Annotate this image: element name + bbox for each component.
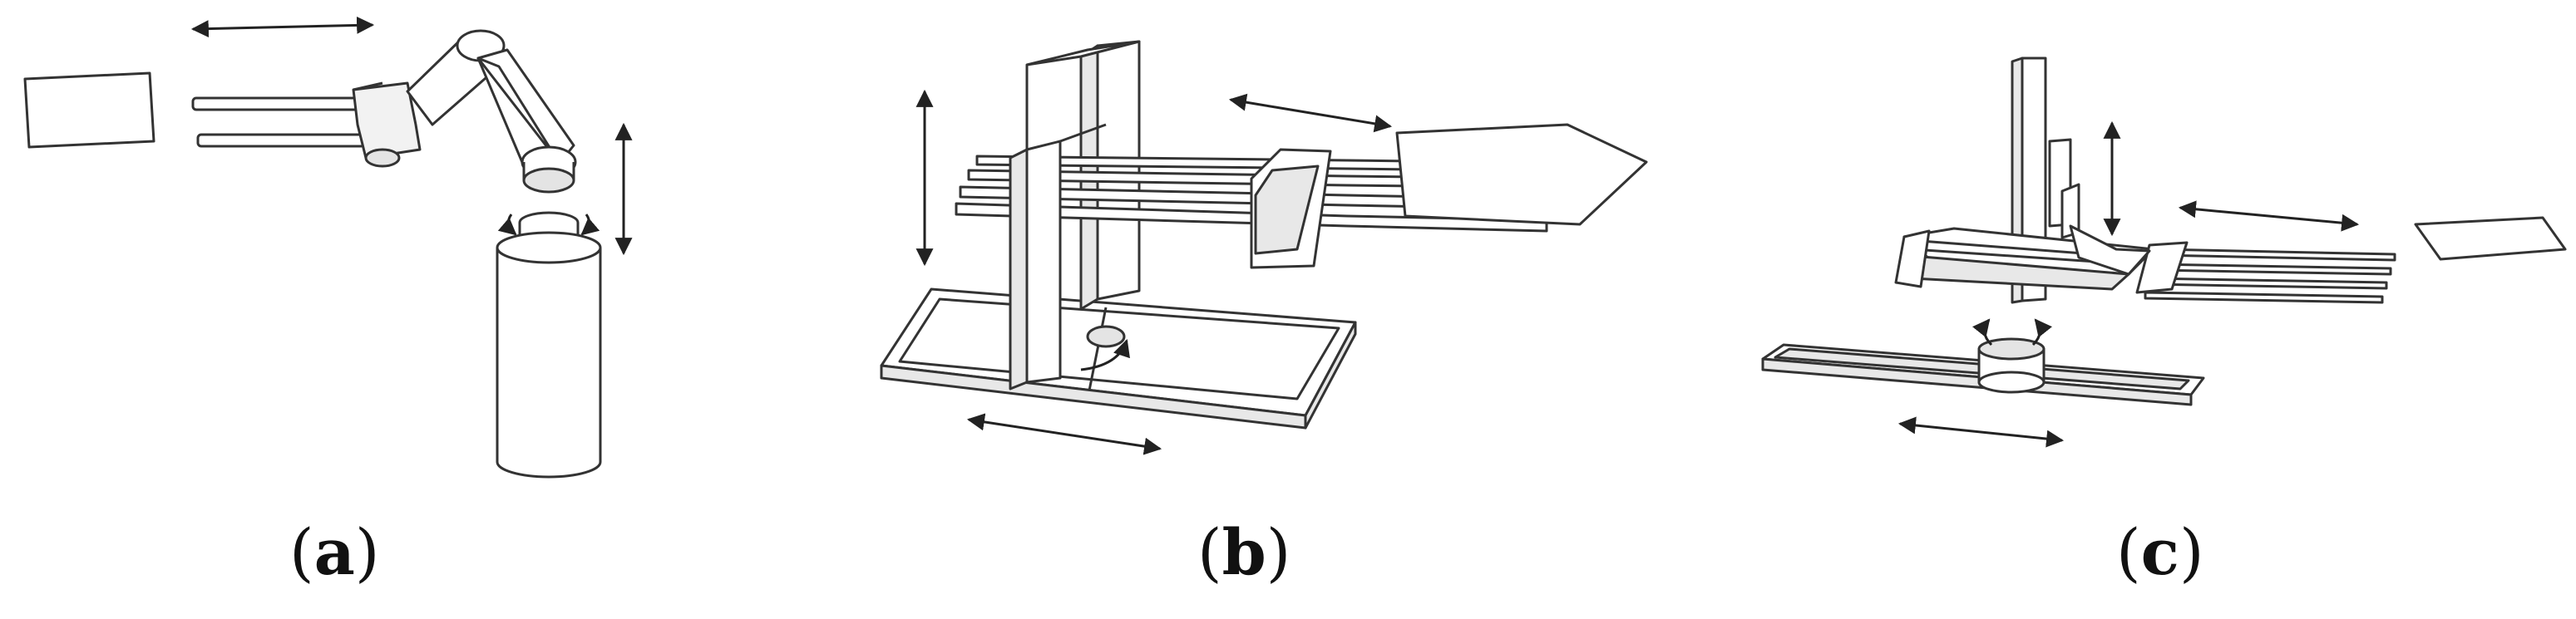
base-column-a — [497, 248, 600, 462]
caption-c-letter: c — [2140, 515, 2179, 589]
arrow-horizontal-a — [190, 16, 375, 38]
front-post-b — [1025, 140, 1062, 384]
arrow-horizontal-base-b — [966, 413, 1162, 455]
fork-tine-upper-a — [191, 96, 361, 111]
caption-b: (b) — [1197, 515, 1291, 589]
sheet-a — [23, 71, 155, 149]
arrow-horizontal-top-b — [1228, 93, 1393, 133]
fork-tines-c — [2144, 248, 2396, 304]
arrow-horizontal-base-c — [1897, 416, 2065, 448]
caption-b-letter: b — [1221, 515, 1266, 589]
sheet-c — [2414, 216, 2567, 261]
caption-a: (a) — [289, 515, 380, 589]
arrow-horizontal-top-c — [2178, 200, 2360, 232]
sheet-b — [1395, 123, 1648, 226]
end-effector-a — [352, 81, 422, 160]
caption-a-letter: a — [313, 515, 355, 589]
panel-b-drawing — [880, 40, 1648, 455]
gantry-frame-b — [1025, 40, 1141, 66]
panel-c-drawing — [1761, 56, 2567, 448]
fork-tine-lower-a — [196, 133, 366, 148]
panel-a-drawing — [23, 16, 633, 479]
caption-c: (c) — [2116, 515, 2204, 589]
